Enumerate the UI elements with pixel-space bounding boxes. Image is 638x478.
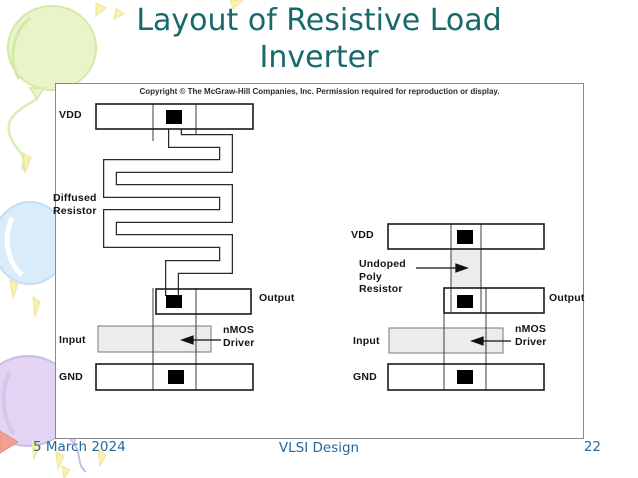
contact-squares <box>166 110 473 384</box>
left-diffusion-edges <box>152 104 197 390</box>
right-vdd-rail <box>387 223 545 250</box>
rail-borders <box>95 103 545 391</box>
right-input-label: Input <box>353 335 380 347</box>
right-vdd-label: VDD <box>351 229 374 241</box>
left-vdd-label: VDD <box>59 109 82 121</box>
footer-page-number: 22 <box>583 439 601 455</box>
left-gate-poly <box>97 325 212 353</box>
right-output-rail <box>443 287 545 314</box>
left-gnd-label: GND <box>59 371 83 383</box>
slide-title: Layout of Resistive Load Inverter <box>136 3 502 75</box>
right-nmos-arrow-icon <box>470 336 511 346</box>
left-vdd-rail <box>95 103 254 130</box>
confetti-icons <box>9 0 244 478</box>
annotation-arrows <box>180 263 511 346</box>
right-output-label: Output <box>549 292 585 304</box>
green-balloon-icon <box>7 5 97 171</box>
left-input-label: Input <box>59 334 86 346</box>
right-driver-label: nMOS Driver <box>515 323 547 348</box>
left-driver-label: nMOS Driver <box>223 324 255 349</box>
left-output-rail <box>155 288 252 315</box>
figure-panel: Copyright © The McGraw-Hill Companies, I… <box>53 83 585 439</box>
right-gnd-rail <box>387 363 545 391</box>
coral-confetti-icon <box>0 430 19 454</box>
copyright-note: Copyright © The McGraw-Hill Companies, I… <box>139 87 500 96</box>
layout-diagram <box>95 103 545 391</box>
right-resistor-label: Undoped Poly Resistor <box>359 258 406 295</box>
left-output-label: Output <box>259 292 295 304</box>
footer-date: 5 March 2024 <box>33 439 126 455</box>
slide-footer: 5 March 2024 VLSI Design 22 <box>0 439 638 459</box>
left-resistor-label: Diffused Resistor <box>53 192 97 217</box>
footer-course-name: VLSI Design <box>278 440 360 456</box>
left-gnd-rail <box>95 363 254 391</box>
right-diffusion-edges <box>443 224 487 390</box>
diffused-resistor-serpentine <box>103 129 233 296</box>
right-gnd-label: GND <box>353 371 377 383</box>
poly-resistor-arrow-icon <box>416 263 469 273</box>
left-nmos-arrow-icon <box>180 335 221 345</box>
